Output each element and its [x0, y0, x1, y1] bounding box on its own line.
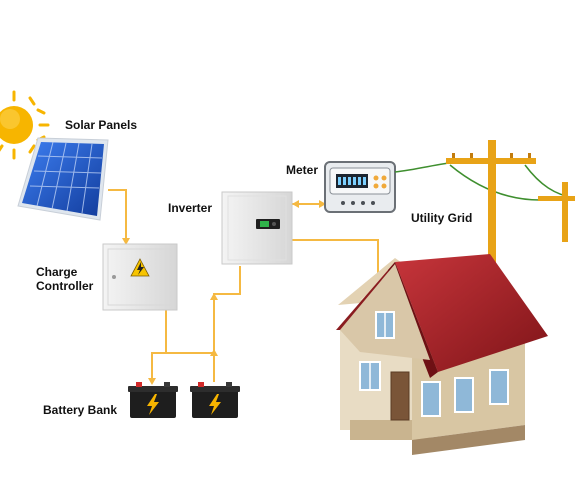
- label-charge-controller: Charge Controller: [36, 265, 94, 293]
- arrow-down-controller: [122, 238, 130, 245]
- lightning-icon: [209, 394, 221, 415]
- label-meter: Meter: [286, 163, 319, 177]
- warning-lightning-icon: [130, 258, 150, 277]
- wire-controller-to-inverter-bus: [166, 352, 215, 382]
- house-icon: [336, 254, 548, 455]
- battery-bank: [128, 382, 240, 418]
- arrow-up-inverter: [210, 293, 218, 300]
- arrow-left-inverter: [292, 200, 299, 208]
- inverter-box: [221, 191, 293, 265]
- arrow-right-meter: [319, 200, 326, 208]
- meter-icon: [324, 161, 396, 213]
- utility-pole-icon: [394, 140, 575, 270]
- arrow-up-bus: [210, 349, 218, 356]
- wire-inverter-to-bus: [213, 266, 241, 353]
- wire-controller-to-battery: [151, 310, 167, 382]
- lightning-icon: [147, 394, 159, 415]
- label-solar-panels: Solar Panels: [65, 118, 138, 132]
- label-battery-bank: Battery Bank: [43, 403, 118, 417]
- battery-icon: [190, 382, 240, 418]
- battery-icon: [128, 382, 178, 418]
- arrow-down-battery: [148, 378, 156, 385]
- wire-inverter-to-house: [292, 239, 379, 290]
- label-utility-grid: Utility Grid: [411, 211, 473, 225]
- label-inverter: Inverter: [168, 201, 213, 215]
- solar-panel-icon: [17, 137, 109, 221]
- charge-controller-box: [102, 243, 178, 311]
- wire-panel-to-controller: [108, 189, 127, 240]
- sun-icon: [0, 90, 50, 160]
